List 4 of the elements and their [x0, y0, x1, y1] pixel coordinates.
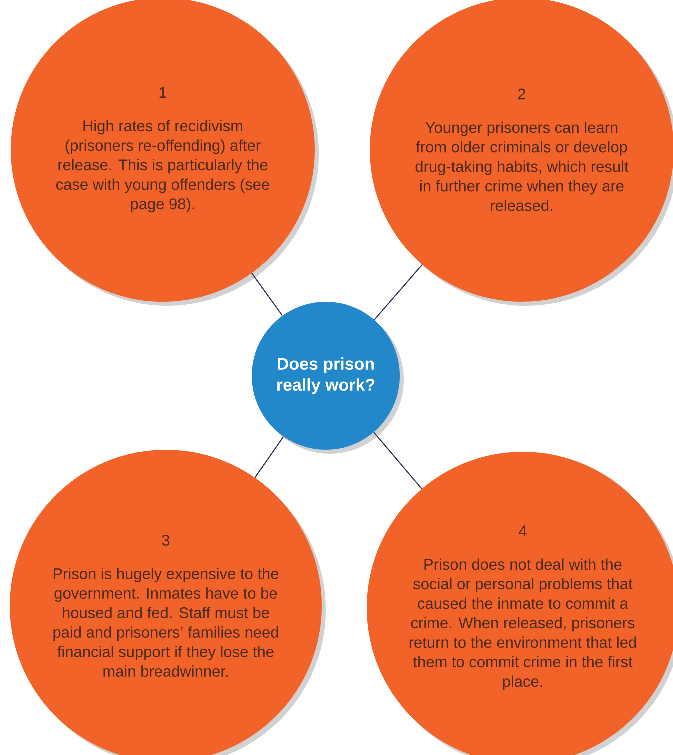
connector-line [254, 436, 284, 478]
connector-line [252, 273, 284, 316]
connector-line [374, 264, 423, 320]
connector-line [374, 432, 422, 490]
